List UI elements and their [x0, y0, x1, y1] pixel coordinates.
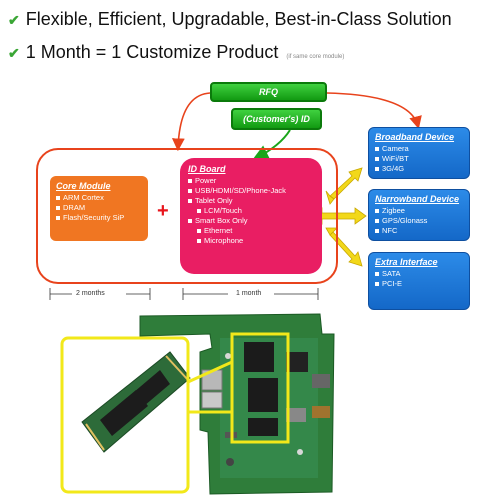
yellow-arrow-extra: [325, 227, 363, 267]
list-item: SATA: [375, 269, 463, 279]
list-item: Microphone: [188, 236, 314, 246]
rfq-pill: RFQ: [210, 82, 327, 102]
list-item: WiFi/BT: [375, 154, 463, 164]
list-item: Power: [188, 176, 314, 186]
list-item: Zigbee: [375, 206, 463, 216]
list-item: USB/HDMI/SD/Phone-Jack: [188, 186, 314, 196]
rfq-left-arrow: [171, 92, 211, 152]
checkmark-icon: ✔: [8, 45, 20, 61]
broadband-device-box: Broadband Device Camera WiFi/BT 3G/4G: [368, 127, 470, 179]
main-board-illustration: [139, 313, 335, 495]
list-item: LCM/Touch: [188, 206, 314, 216]
list-item: 3G/4G: [375, 164, 463, 174]
core-duration-label: 2 months: [76, 290, 105, 297]
core-module-box: Core Module ARM Cortex DRAM Flash/Securi…: [50, 176, 148, 241]
id-board-box: ID Board Power USB/HDMI/SD/Phone-Jack Ta…: [180, 158, 322, 274]
list-item: NFC: [375, 226, 463, 236]
id-board-title: ID Board: [188, 164, 226, 174]
timeline-lines: [49, 288, 319, 300]
headline-note: (if same core module): [286, 54, 345, 60]
product-frame: [36, 148, 338, 284]
list-item: Smart Box Only: [188, 216, 314, 226]
list-item: Camera: [375, 144, 463, 154]
plus-icon: +: [157, 200, 169, 222]
core-module-card-illustration: [81, 351, 191, 453]
rfq-label: RFQ: [259, 87, 278, 97]
rfq-right-arrow: [326, 92, 422, 130]
headline-text-2: 1 Month = 1 Customize Product: [25, 42, 279, 62]
list-item: PCI-E: [375, 279, 463, 289]
headline-line-2: ✔ 1 Month = 1 Customize Product (if same…: [8, 42, 344, 63]
core-module-title: Core Module: [56, 181, 111, 191]
headline-text-1: Flexible, Efficient, Upgradable, Best-in…: [25, 9, 452, 29]
list-item: DRAM: [56, 203, 142, 213]
list-item: ARM Cortex: [56, 193, 142, 203]
list-item: GPS/Glonass: [375, 216, 463, 226]
narrowband-device-box: Narrowband Device Zigbee GPS/Glonass NFC: [368, 189, 470, 241]
list-item: Flash/Security SiP: [56, 213, 142, 223]
extra-title: Extra Interface: [375, 257, 438, 267]
narrowband-title: Narrowband Device: [375, 194, 460, 204]
core-module-highlight: [60, 336, 190, 494]
broadband-title: Broadband Device: [375, 132, 455, 142]
list-item: Tablet Only: [188, 196, 314, 206]
main-board-highlight: [230, 332, 290, 444]
extra-interface-box: Extra Interface SATA PCI-E: [368, 252, 470, 310]
highlight-link-top: [187, 360, 233, 384]
list-item: Ethernet: [188, 226, 314, 236]
board-duration-label: 1 month: [236, 290, 262, 297]
customer-id-label: (Customer's) ID: [243, 114, 310, 124]
headline-line-1: ✔ Flexible, Efficient, Upgradable, Best-…: [8, 9, 452, 30]
customer-id-arrow: [252, 129, 291, 160]
hardware-photo: [60, 313, 335, 495]
customer-id-pill: (Customer's) ID: [231, 108, 322, 130]
checkmark-icon: ✔: [8, 12, 20, 28]
